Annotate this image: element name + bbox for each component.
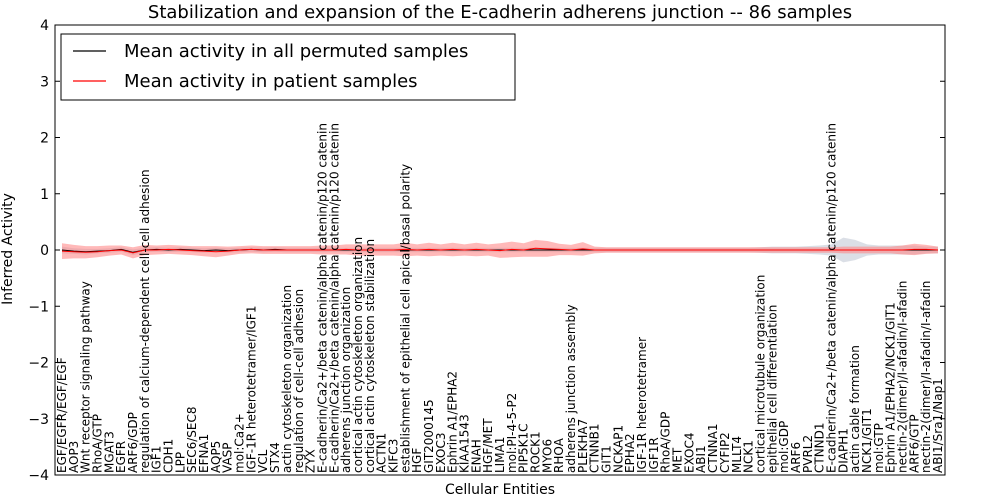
- x-category-label: EXOC4: [682, 433, 696, 474]
- x-category-label: adherens junction organization: [339, 287, 353, 473]
- x-category-label: ARF6/GDP: [126, 412, 140, 473]
- x-category-label: regulation of cell-cell adhesion: [292, 289, 306, 473]
- x-category-label: PIP5K1C: [517, 423, 531, 473]
- x-category-label: CTNNA1: [706, 423, 720, 473]
- y-tick-label: 1: [40, 187, 49, 203]
- y-tick-label: −2: [28, 356, 49, 372]
- x-category-label: MLLT4: [730, 436, 744, 473]
- x-category-label: NCK1: [742, 440, 756, 473]
- x-category-label: LIMA1: [493, 437, 507, 473]
- x-axis-label: Cellular Entities: [445, 482, 555, 498]
- x-category-label: HGF: [410, 448, 424, 473]
- x-category-label: adherens junction assembly: [564, 304, 578, 473]
- x-category-label: Ephrin A1/EPHA2: [446, 371, 460, 473]
- x-category-label: ARF6: [789, 442, 803, 473]
- legend-box: [60, 33, 516, 101]
- x-category-label: epithelial cell differentiation: [765, 305, 779, 473]
- x-category-label: EXOC3: [434, 433, 448, 474]
- x-category-label: ARF6/GTP: [907, 414, 921, 473]
- x-category-label: ABI1/Sra1/Nap1: [931, 378, 945, 473]
- x-category-label: IGF-1R heterotetramer: [635, 337, 649, 473]
- x-category-label: PLEKHA7: [576, 419, 590, 473]
- x-category-label: DIAPH1: [836, 428, 850, 473]
- y-axis-label: Inferred Activity: [0, 193, 16, 305]
- x-category-label: E-cadherin/Ca2+/beta catenin/alpha caten…: [315, 123, 329, 473]
- x-category-label: cortical microtubule organization: [753, 275, 767, 473]
- x-category-label: CDH1: [162, 439, 176, 473]
- y-ticks: −4 −3 −2 −1 0 1 2 3 4: [28, 18, 945, 484]
- series-band-1: [62, 239, 938, 259]
- plot-frame: [54, 24, 946, 476]
- x-category-label: SEC6/SEC8: [185, 407, 199, 473]
- chart-title: Stabilization and expansion of the E-cad…: [148, 2, 852, 23]
- y-tick-label: 3: [40, 74, 49, 90]
- y-tick-label: 0: [40, 243, 49, 259]
- x-category-label: regulation of calcium-dependent cell-cel…: [138, 169, 152, 473]
- x-category-label: cortical actin cytoskeleton stabilizatio…: [363, 239, 377, 473]
- x-category-label: IGF1R: [647, 437, 661, 473]
- x-category-label: HGF/MET: [481, 418, 495, 473]
- x-category-label: E-cadherin/Ca2+/beta catenin/alpha caten…: [327, 123, 341, 473]
- x-category-label: EPHA2: [623, 433, 637, 473]
- series-line-1: [61, 247, 939, 254]
- x-category-label: VASP: [221, 442, 235, 473]
- x-category-label: cortical actin cytoskeleton organization: [351, 237, 365, 473]
- x-category-label: RHOA: [552, 437, 566, 473]
- x-category-label: Ephrin A1/EPHA2/NCK1/GIT1: [884, 302, 898, 473]
- x-category-label: MYO6: [540, 439, 554, 473]
- x-category-label: CTNNB1: [588, 423, 602, 473]
- x-category-label: actin cytoskeleton organization: [280, 285, 294, 473]
- x-category-label: IGF1: [150, 446, 164, 473]
- x-category-label: actin cable formation: [848, 345, 862, 473]
- x-category-label: ENAH: [469, 439, 483, 473]
- x-category-label: GIT1: [600, 445, 614, 473]
- x-category-label: EGF/EGFR/EGF/EGF: [55, 357, 69, 473]
- y-tick-label: −1: [28, 299, 49, 315]
- x-category-label: establishment of epithelial cell apical/…: [398, 164, 412, 473]
- x-category-label: RhoA/GTP: [91, 414, 105, 473]
- x-category-label: Wnt receptor signaling pathway: [79, 281, 93, 473]
- x-category-label: RhoA/GDP: [659, 412, 673, 473]
- x-category-label: VCL: [256, 449, 270, 473]
- x-category-label: KIFC3: [387, 439, 401, 473]
- series-lines: [61, 247, 939, 254]
- x-category-label: mol:Ca2+: [233, 413, 247, 473]
- legend: Mean activity in all permuted samplesMea…: [60, 33, 516, 101]
- x-category-label: EGFR: [114, 441, 128, 473]
- x-category-label: AQP5: [209, 441, 223, 473]
- y-tick-label: 4: [40, 18, 49, 34]
- x-category-label: NCK1/GIT1: [860, 408, 874, 473]
- x-category-label: nectin-2(dimer)/I-afadin/I-afadin: [919, 281, 933, 473]
- y-tick-label: 2: [40, 131, 49, 147]
- legend-label-0: Mean activity in all permuted samples: [124, 41, 468, 62]
- x-category-label: mol:PI-4-5-P2: [505, 393, 519, 473]
- x-category-label: E-cadherin/Ca2+/beta catenin/alpha caten…: [825, 123, 839, 473]
- x-category-label: nectin-2(dimer)/I-afadin/I-afadin: [896, 281, 910, 473]
- x-category-label: AOP3: [67, 441, 81, 473]
- x-category-label: MGAT3: [102, 431, 116, 473]
- x-category-label: IGF-1R heterotetramer/IGF1: [244, 306, 258, 473]
- x-category-label: NCKAP1: [611, 425, 625, 473]
- x-category-label: CYFIP2: [718, 432, 732, 473]
- x-category-label: mol:GDP: [777, 421, 791, 473]
- legend-label-1: Mean activity in patient samples: [124, 71, 418, 92]
- x-category-label: ABI1: [694, 445, 708, 473]
- x-category-label: CTNND1: [813, 422, 827, 473]
- x-category-label: KIAA1543: [458, 414, 472, 473]
- x-category-label: GIT2000145: [422, 399, 436, 473]
- x-category-label: ZYX: [304, 449, 318, 473]
- x-category-label: STX4: [268, 442, 282, 473]
- x-category-label: PVRL2: [801, 435, 815, 473]
- x-category-label: LPP: [173, 452, 187, 473]
- x-category-label: MET: [671, 447, 685, 473]
- x-category-label: mol:GTP: [872, 423, 886, 473]
- y-tick-label: −4: [28, 468, 49, 484]
- y-tick-label: −3: [28, 412, 49, 428]
- x-category-label: ACTN1: [375, 433, 389, 473]
- x-category-label: ROCK1: [529, 431, 543, 473]
- x-category-label: EFNA1: [197, 434, 211, 473]
